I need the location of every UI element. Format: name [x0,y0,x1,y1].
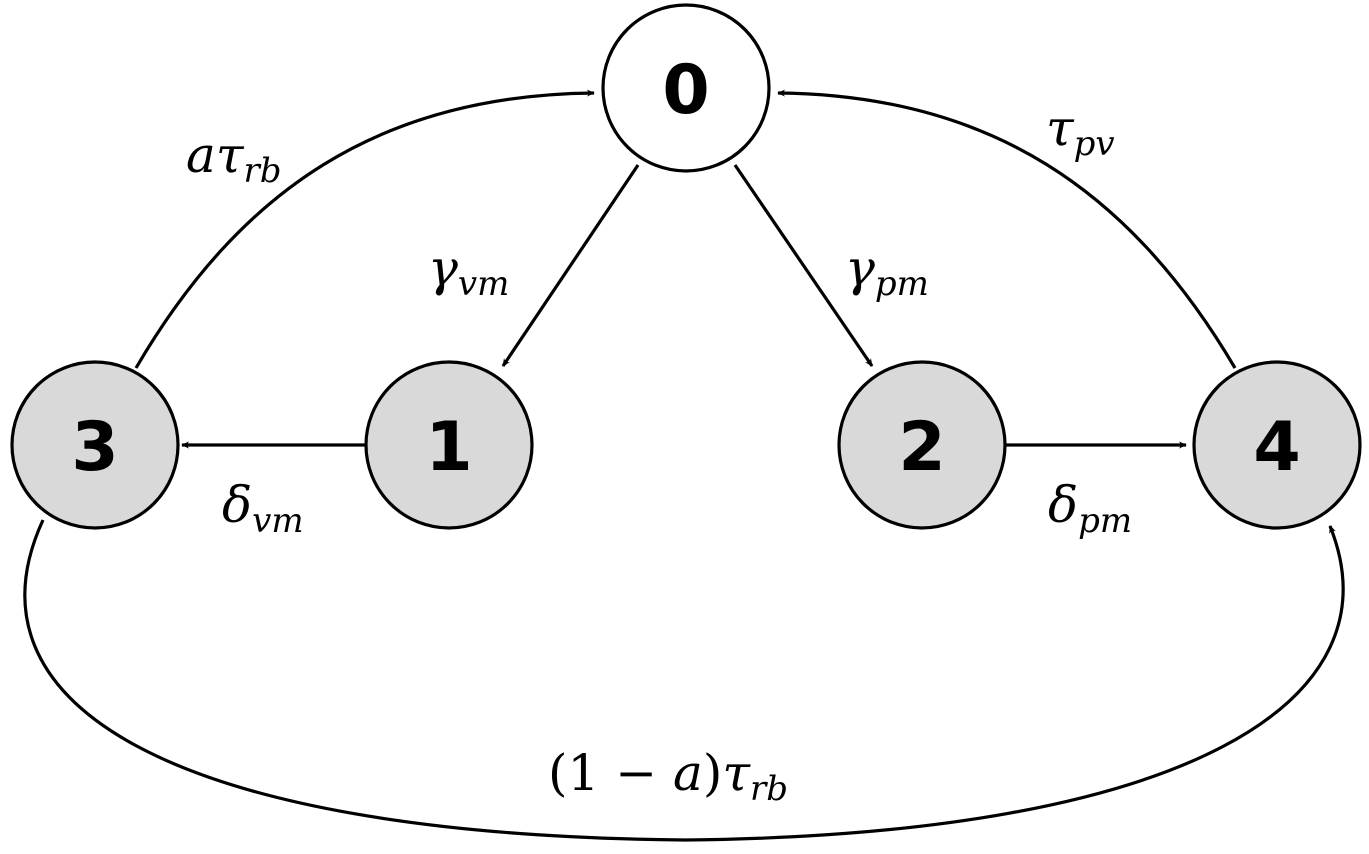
edge-label-gamma-pm-base: γ [845,239,875,297]
edge-label-a-tau-rb-sub: rb [243,151,281,191]
node-4: 4 [1192,360,1362,530]
edge-0-to-2 [733,164,874,367]
edge-label-one-minus-a-tau-rb: (1 − a)τrb [548,744,788,809]
edge-label-minus: − [599,744,673,802]
node-2-label: 2 [898,408,945,487]
edge-label-delta-vm: δvm [222,476,304,541]
node-0-label: 0 [662,51,709,130]
edge-label-delta-pm-sub: pm [1078,501,1132,541]
edge-label-tau-pv: τpv [1046,99,1115,164]
edge-label-rb-sub: rb [750,769,788,809]
edge-label-open-paren: ( [548,744,568,802]
edge-label-gamma-pm: γpm [845,239,929,304]
edge-3-to-4 [23,519,1345,842]
edge-label-tau: τ [722,744,751,802]
edge-label-delta-vm-sub: vm [252,501,303,541]
edge-label-a-tau-rb-base: τ [216,126,245,184]
edge-label-gamma-vm-base: γ [428,239,458,297]
node-3-label: 3 [71,408,118,487]
node-1: 1 [364,360,534,530]
edge-label-delta-pm-base: δ [1048,476,1078,534]
edge-label-gamma-pm-sub: pm [875,264,929,304]
node-0: 0 [601,3,771,173]
node-1-label: 1 [425,408,472,487]
edge-label-close-paren: ) [703,744,723,802]
edge-label-delta-vm-base: δ [222,476,252,534]
node-4-circle [1192,360,1362,530]
node-2-circle [837,360,1007,530]
edge-0-to-1 [501,164,640,367]
edge-label-gamma-vm: γvm [428,239,509,304]
node-2: 2 [837,360,1007,530]
edge-3-to-0 [134,89,595,369]
edge-label-a-tau-rb: aτrb [186,126,282,191]
edge-4-to-0 [777,89,1237,369]
edge-label-tau-pv-base: τ [1046,99,1075,157]
node-4-label: 4 [1253,408,1300,487]
node-3: 3 [10,360,180,530]
edge-label-a-tau-rb-prefix: a [186,126,216,184]
edge-label-tau-pv-sub: pv [1074,124,1115,164]
node-3-circle [10,360,180,530]
node-0-circle [601,3,771,173]
edge-label-one: 1 [568,744,600,802]
node-1-circle [364,360,534,530]
edge-label-delta-pm: δpm [1048,476,1132,541]
edge-label-gamma-vm-sub: vm [458,264,509,304]
edge-label-a: a [673,744,703,802]
